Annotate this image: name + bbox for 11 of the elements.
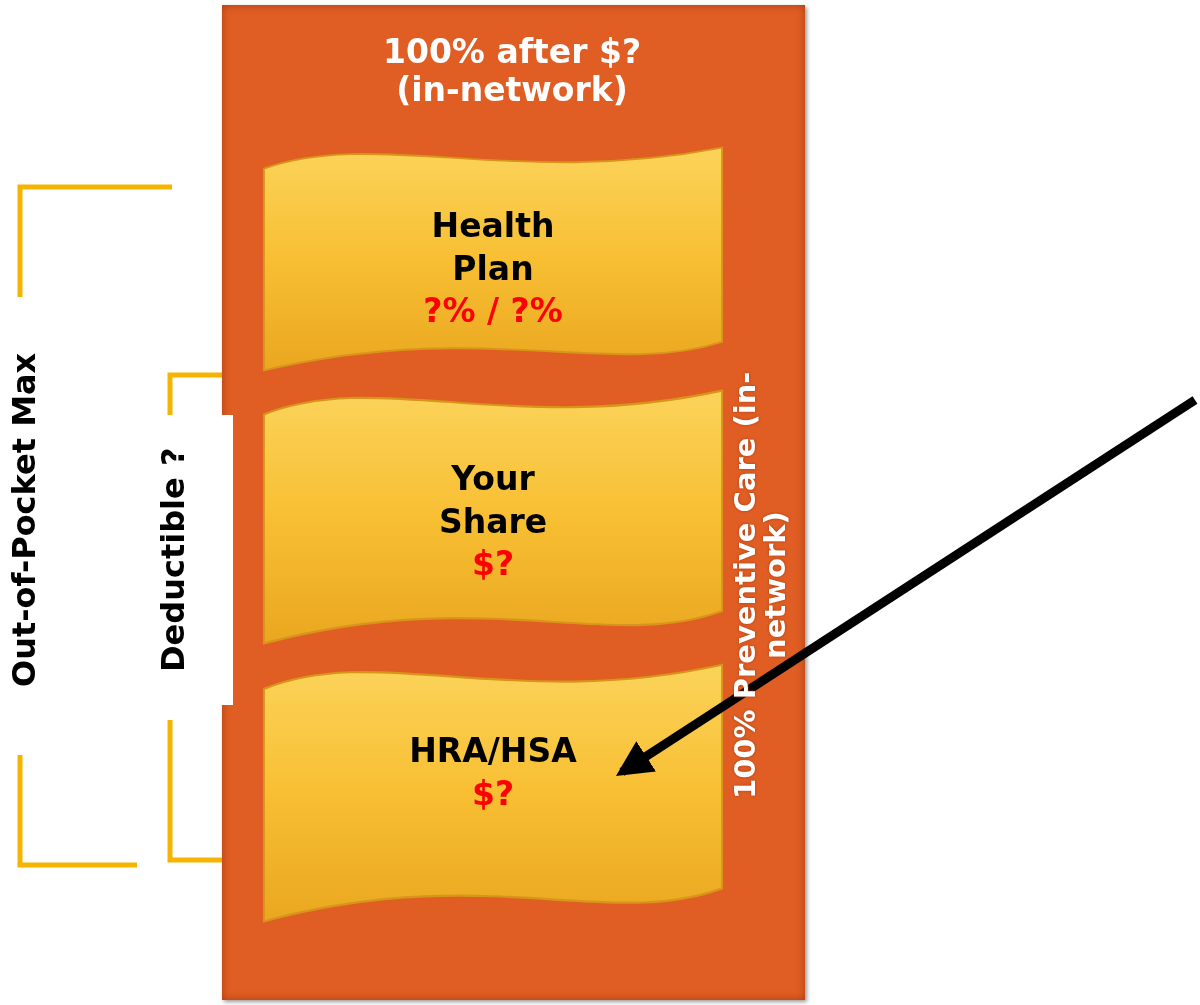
side-label: 100% Preventive Care (in-network) — [730, 370, 791, 801]
amount-text: ?% / ?% — [423, 290, 563, 333]
arrow — [615, 396, 1198, 776]
bracket-label: Out-of-Pocket Max — [5, 351, 43, 690]
amount-text: $? — [471, 773, 515, 815]
banner-title: Health Plan — [430, 204, 556, 290]
plan-panel — [222, 5, 805, 1000]
amount-text: $? — [471, 543, 515, 586]
panel-heading: 100% after $? (in-network) — [381, 33, 643, 109]
banner-title: HRA/HSA — [409, 730, 577, 773]
banner-title: Your Share — [437, 457, 549, 543]
